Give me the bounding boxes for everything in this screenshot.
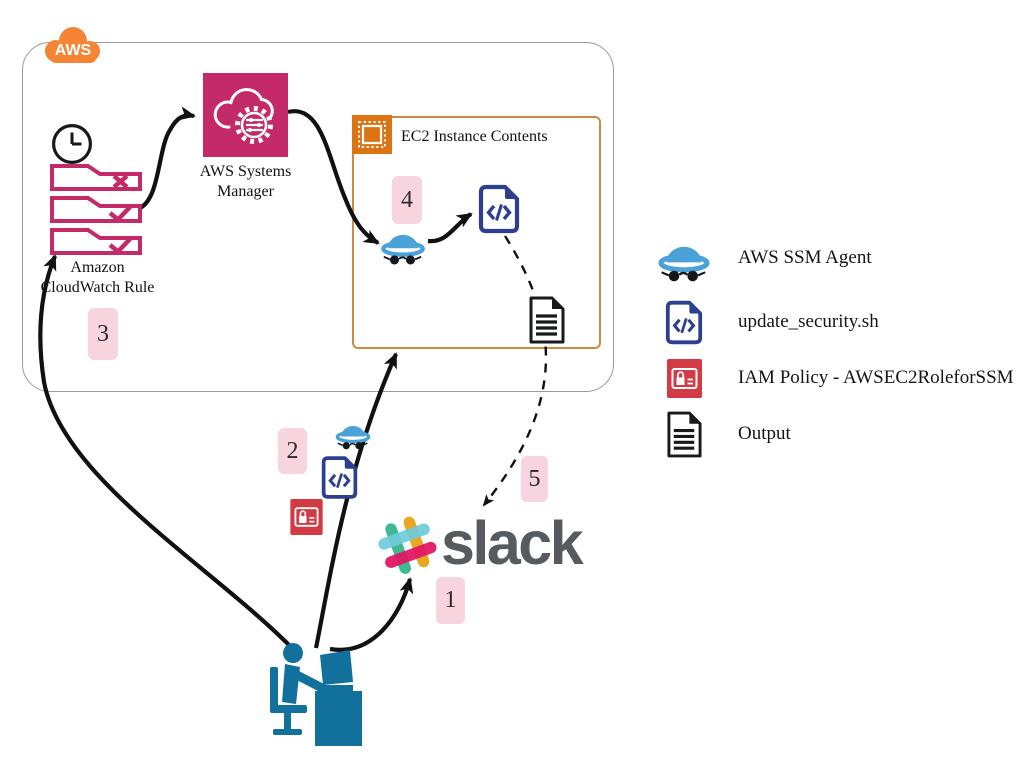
arrow-cloudwatch-to-ssm xyxy=(138,106,196,210)
legend-label: IAM Policy - AWSEC2RoleforSSM xyxy=(738,367,1014,388)
arrow-person-to-ec2 xyxy=(313,352,398,649)
ssm-agent-icon xyxy=(335,425,371,450)
iam-policy-icon xyxy=(652,358,716,398)
script-file-icon xyxy=(652,300,716,345)
systems-manager-label: AWS Systems Manager xyxy=(199,163,292,200)
legend-label: Output xyxy=(738,423,791,444)
legend-row-output: Output xyxy=(652,410,791,458)
aws-cloud-boundary xyxy=(22,42,614,392)
legend-row-iam-policy: IAM Policy - AWSEC2RoleforSSM xyxy=(652,358,1014,398)
step-badge-3: 3 xyxy=(88,308,118,360)
script-file-icon xyxy=(321,456,358,499)
ec2-instance-box xyxy=(352,116,601,349)
slack-hash-icon xyxy=(378,516,437,574)
legend-row-ssm-agent: AWS SSM Agent xyxy=(652,232,872,284)
arrow-person-to-slack xyxy=(329,577,414,652)
ssm-agent-icon xyxy=(381,234,425,265)
aws-logo-label: AWS xyxy=(55,42,92,59)
step-badge-5: 5 xyxy=(521,456,548,502)
step-badge-4: 4 xyxy=(392,176,422,224)
output-document-icon xyxy=(529,296,565,344)
aws-logo-cloud: AWS xyxy=(45,27,100,63)
ssm-agent-icon xyxy=(652,234,716,282)
arrow-agent-to-script xyxy=(427,212,473,244)
iam-policy-icon xyxy=(290,499,323,535)
cloudwatch-rule-icon xyxy=(50,164,142,255)
person-at-desk-icon xyxy=(270,643,362,746)
arrow-output-to-slack-dashed xyxy=(482,235,548,507)
ec2-chip-icon xyxy=(352,115,392,154)
systems-manager-icon xyxy=(203,73,288,157)
step-badge-1: 1 xyxy=(436,577,465,624)
ec2-box-title: EC2 Instance Contents xyxy=(401,128,548,145)
output-document-icon xyxy=(652,411,716,458)
arrow-ssm-to-agent xyxy=(287,109,380,245)
script-file-icon xyxy=(478,184,520,234)
slack-wordmark: slack xyxy=(441,509,584,577)
step-badge-2: 2 xyxy=(278,428,307,474)
cloudwatch-rule-label: Amazon CloudWatch Rule xyxy=(40,259,155,296)
legend-label: AWS SSM Agent xyxy=(738,247,872,268)
arrow-person-to-cloudwatch xyxy=(38,254,294,650)
legend-row-update-security: update_security.sh xyxy=(652,299,879,345)
legend-label: update_security.sh xyxy=(738,311,879,332)
clock-icon xyxy=(52,124,92,164)
